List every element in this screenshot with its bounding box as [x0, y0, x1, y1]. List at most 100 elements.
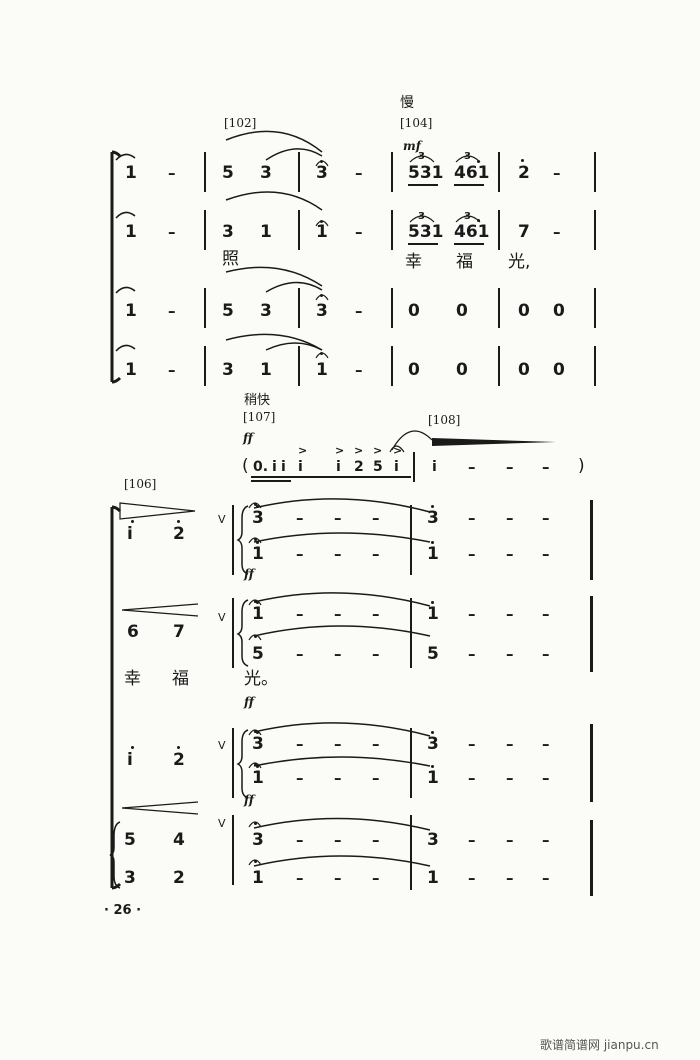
watermark: 歌谱简谱网 jianpu.cn: [540, 1038, 659, 1052]
s1-r3-rest-1: 0: [408, 301, 420, 321]
c2-bot-4: –: [372, 645, 380, 663]
c1-bot-5: 1: [427, 544, 439, 564]
barline: [594, 346, 596, 386]
hairpin: [121, 603, 199, 617]
c2-bot-8: –: [542, 645, 550, 663]
c4-top-6: –: [468, 831, 476, 849]
s2-r2-note-2: 7: [173, 622, 185, 642]
barline: [298, 152, 300, 192]
s1-r3-note-3: 3: [260, 301, 272, 321]
s2-r1-note-1: i: [127, 524, 133, 544]
system2-bracket: [110, 505, 122, 890]
c3-top-4: –: [372, 735, 380, 753]
accent: >: [335, 444, 345, 457]
brace-left: [109, 821, 121, 889]
s1-r2-note-3: 1: [260, 222, 272, 242]
s1-r4-note-2: 3: [222, 360, 234, 380]
s2-r4-note-2: 4: [173, 830, 185, 850]
c2-top-6: –: [468, 605, 476, 623]
s1-r2-note-1: 1: [125, 222, 137, 242]
c3-top-6: –: [468, 735, 476, 753]
c3-bot-2: –: [296, 769, 304, 787]
s2-r3-note-2: 2: [173, 750, 185, 770]
c1-bot-3: –: [334, 545, 342, 563]
c2-bot-5: 5: [427, 644, 439, 664]
c1-top-7: –: [506, 509, 514, 527]
c3-top-8: –: [542, 735, 550, 753]
c3-bot-3: –: [334, 769, 342, 787]
barline: [590, 724, 593, 802]
s1-r1-note-4: 3: [316, 163, 328, 183]
intro-note-1: 0.: [253, 459, 269, 475]
s2-r1-note-2: 2: [173, 524, 185, 544]
c4-bot-5: 1: [427, 868, 439, 888]
c2-top-5: 1: [427, 604, 439, 624]
s2-lyric-3: 光。: [244, 669, 278, 689]
intro-tail-3: –: [506, 458, 514, 476]
c4-bot-7: –: [506, 869, 514, 887]
c4-top-7: –: [506, 831, 514, 849]
s1-r4-note-1: 1: [125, 360, 137, 380]
s1-r2-note-2: 3: [222, 222, 234, 242]
rehearsal-104: [104]: [400, 116, 433, 130]
c4-bot-8: –: [542, 869, 550, 887]
s2-r4-note-3: 3: [124, 868, 136, 888]
s1-r2-note-5: 7: [518, 222, 530, 242]
triplet-mark: 3: [464, 211, 471, 222]
dynamic-ff-2: ff: [244, 695, 254, 709]
c4-bot-2: –: [296, 869, 304, 887]
intro-note-4: i: [298, 459, 303, 475]
accent: >: [373, 444, 383, 457]
c4-bot-6: –: [468, 869, 476, 887]
s1-r3-note-4: 3: [316, 301, 328, 321]
s1-r3-note-1: 1: [125, 301, 137, 321]
dynamic-ff-3: ff: [244, 793, 254, 807]
s2-r3-note-1: i: [127, 750, 133, 770]
hairpin: [121, 801, 199, 815]
dynamic-ff-intro: ff: [243, 431, 253, 445]
barline: [594, 288, 596, 328]
chord-braces: [236, 498, 431, 867]
s2-lyric-2: 福: [172, 669, 189, 689]
barline: [391, 288, 393, 328]
s1-r1-group-1: 531: [408, 163, 444, 183]
intro-paren-close: ): [578, 456, 585, 476]
barline: [391, 346, 393, 386]
barline: [410, 505, 412, 575]
s1-r3-rest-2: 0: [456, 301, 468, 321]
barline: [410, 815, 412, 890]
c2-bot-2: –: [296, 645, 304, 663]
intro-note-6: 2: [354, 459, 364, 475]
s1-r1-note-3: 3: [260, 163, 272, 183]
c3-bot-7: –: [506, 769, 514, 787]
breath-mark: V: [218, 817, 226, 830]
s1-r4-rest-2: 0: [456, 360, 468, 380]
s1-lyric-4: 光,: [508, 252, 531, 272]
c2-top-4: –: [372, 605, 380, 623]
c2-bot-3: –: [334, 645, 342, 663]
barline: [410, 598, 412, 668]
c3-bot-8: –: [542, 769, 550, 787]
intro-note-3: i: [281, 459, 286, 475]
s1-r1-dash-3: –: [553, 164, 561, 182]
barline: [498, 288, 500, 328]
intro-tail-4: –: [542, 458, 550, 476]
barline: [298, 288, 300, 328]
c1-top-2: –: [296, 509, 304, 527]
intro-tail-2: –: [468, 458, 476, 476]
rehearsal-108: [108]: [428, 413, 461, 427]
s1-lyric-2: 幸: [405, 252, 422, 272]
c1-top-4: –: [372, 509, 380, 527]
c3-bot-5: 1: [427, 768, 439, 788]
s1-lyric-3: 福: [456, 252, 473, 272]
s1-r1-note-2: 5: [222, 163, 234, 183]
s2-r4-note-4: 2: [173, 868, 185, 888]
s1-r1-note-1: 1: [125, 163, 137, 183]
c2-top-3: –: [334, 605, 342, 623]
c1-bot-1: 1: [252, 544, 264, 564]
s1-r1-group-2: 461: [454, 163, 490, 183]
c4-top-2: –: [296, 831, 304, 849]
barline: [391, 210, 393, 250]
intro-note-7: 5: [373, 459, 383, 475]
c2-top-8: –: [542, 605, 550, 623]
